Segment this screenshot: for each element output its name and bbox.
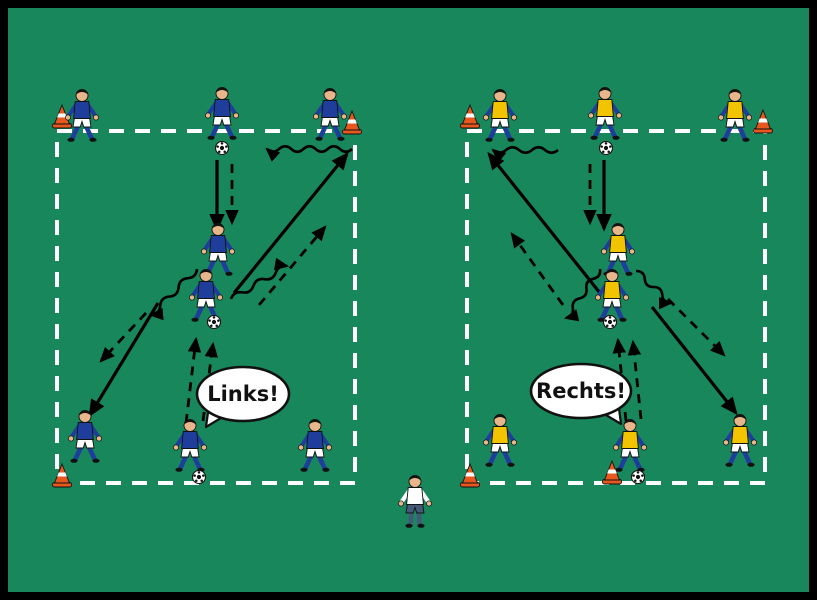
- speech-bubble: Links!: [195, 365, 291, 429]
- coach: [398, 475, 432, 528]
- soccer-ball: [206, 314, 222, 330]
- player-blue: [65, 89, 99, 142]
- dashed-arrow: [257, 225, 327, 306]
- wavy-arrow: [265, 144, 353, 162]
- cone: [52, 462, 72, 488]
- player-yellow: [595, 269, 629, 322]
- cone: [342, 109, 362, 135]
- solid-arrow: [487, 151, 602, 294]
- soccer-ball: [602, 314, 618, 330]
- speech-bubble: Rechts!: [529, 362, 633, 426]
- soccer-ball: [191, 469, 207, 485]
- soccer-ball: [598, 140, 614, 156]
- player-blue: [173, 419, 207, 472]
- soccer-ball: [214, 140, 230, 156]
- dashed-arrow: [184, 336, 202, 424]
- player-blue: [68, 410, 102, 463]
- player-blue: [205, 87, 239, 140]
- cone: [753, 108, 773, 134]
- bubble-text: Links!: [207, 382, 279, 406]
- left-grid: [55, 129, 357, 485]
- dashed-arrow: [510, 232, 565, 306]
- solid-arrow: [232, 151, 349, 295]
- player-yellow: [613, 419, 647, 472]
- dashed-arrow: [99, 312, 148, 363]
- player-yellow: [718, 89, 752, 142]
- cone: [460, 462, 480, 488]
- cone: [460, 103, 480, 129]
- player-blue: [313, 88, 347, 141]
- player-yellow: [483, 89, 517, 142]
- wavy-arrow: [229, 257, 290, 300]
- wavy-arrow: [148, 268, 199, 321]
- player-blue: [298, 419, 332, 472]
- bubble-text: Rechts!: [536, 379, 626, 403]
- player-yellow: [723, 414, 757, 467]
- soccer-ball: [630, 469, 646, 485]
- player-yellow: [483, 414, 517, 467]
- solid-arrow: [650, 306, 738, 416]
- player-yellow: [588, 87, 622, 140]
- player-blue: [189, 269, 223, 322]
- wavy-arrow: [563, 268, 602, 322]
- right-grid: [465, 129, 767, 485]
- dashed-arrow: [627, 339, 643, 420]
- solid-arrow: [88, 302, 160, 418]
- dashed-arrow: [667, 298, 726, 357]
- wavy-arrow: [635, 269, 674, 310]
- wavy-arrow: [491, 145, 559, 163]
